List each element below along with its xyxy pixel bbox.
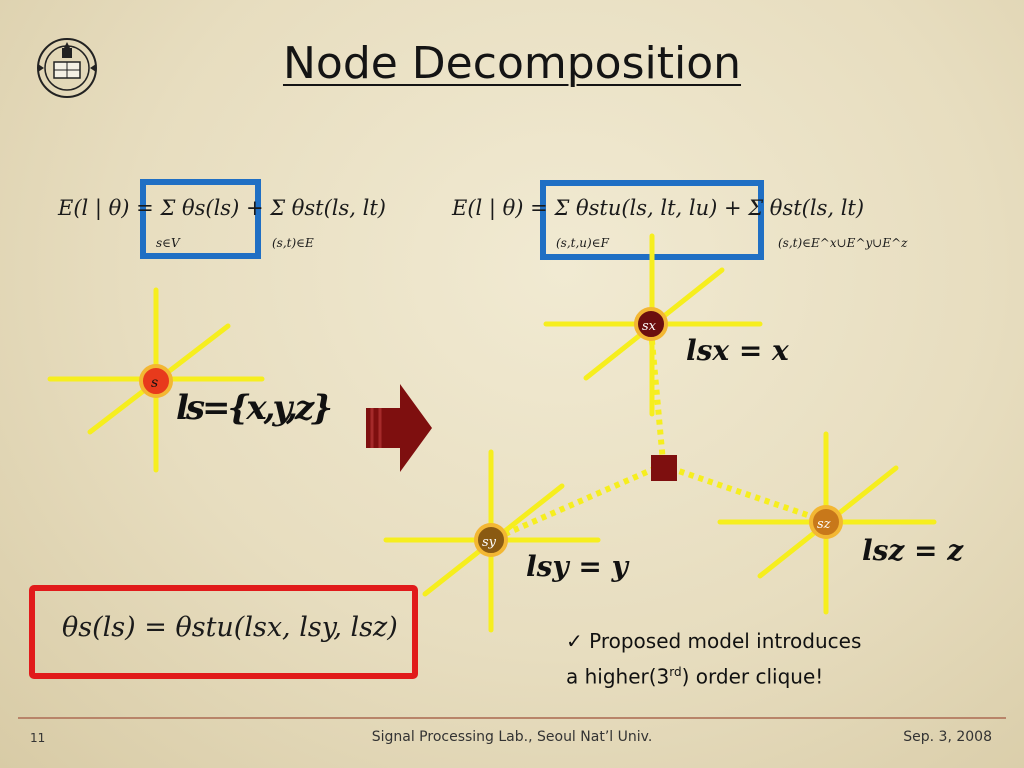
node-s — [139, 364, 173, 398]
node-sy-label: sy — [482, 535, 497, 550]
clique-note-suffix: ) order clique! — [681, 664, 824, 689]
footer-date: Sep. 3, 2008 — [903, 729, 992, 745]
slide-title: Node Decomposition — [282, 38, 742, 89]
energy-decomposed-pairwise-subscript: (s,t)∈E^x∪E^y∪E^z — [778, 236, 908, 250]
clique-note-line1: ✓ Proposed model introduces — [566, 629, 862, 653]
energy-original-pairwise-subscript: (s,t)∈E — [272, 236, 314, 250]
clique-note: ✓ Proposed model introduces a higher(3rd… — [566, 626, 861, 693]
clique-note-prefix: a higher(3 — [566, 664, 670, 689]
node-sz-label: sz — [817, 517, 831, 532]
lsy-label: lsy = y — [526, 550, 628, 583]
node-sx-label: sx — [642, 319, 657, 334]
unary-term-highlight — [140, 179, 261, 259]
footer-affiliation: Signal Processing Lab., Seoul Nat’l Univ… — [371, 729, 653, 745]
clique-note-line2: a higher(3rd) order clique! — [566, 657, 861, 693]
clique-note-superscript: rd — [669, 665, 682, 679]
theta-relation-equation: θs(ls) = θstu(lsx, lsy, lsz) — [62, 612, 398, 643]
node-sz — [809, 505, 843, 539]
ls-label-set: ls={x,y,z} — [176, 388, 333, 428]
energy-decomposed-clique-subscript: (s,t,u)∈F — [556, 236, 609, 250]
energy-original-equation: E(l | θ) = Σ θs(ls) + Σ θst(ls, lt) — [58, 196, 386, 220]
theta-relation-highlight — [29, 585, 418, 679]
lsx-label: lsx = x — [686, 334, 789, 367]
energy-original-unary-subscript: s∈V — [156, 236, 180, 250]
node-sy — [474, 523, 508, 557]
clique-factor-node — [651, 455, 677, 481]
node-sx — [634, 307, 668, 341]
right-arrow-icon — [366, 384, 432, 472]
university-seal-icon — [34, 36, 100, 100]
energy-decomposed-equation: E(l | θ) = Σ θstu(ls, lt, lu) + Σ θst(ls… — [452, 196, 865, 220]
footer-divider — [18, 717, 1006, 719]
node-s-label: s — [151, 375, 158, 391]
lsz-label: lsz = z — [862, 534, 964, 567]
page-number: 11 — [30, 731, 46, 745]
